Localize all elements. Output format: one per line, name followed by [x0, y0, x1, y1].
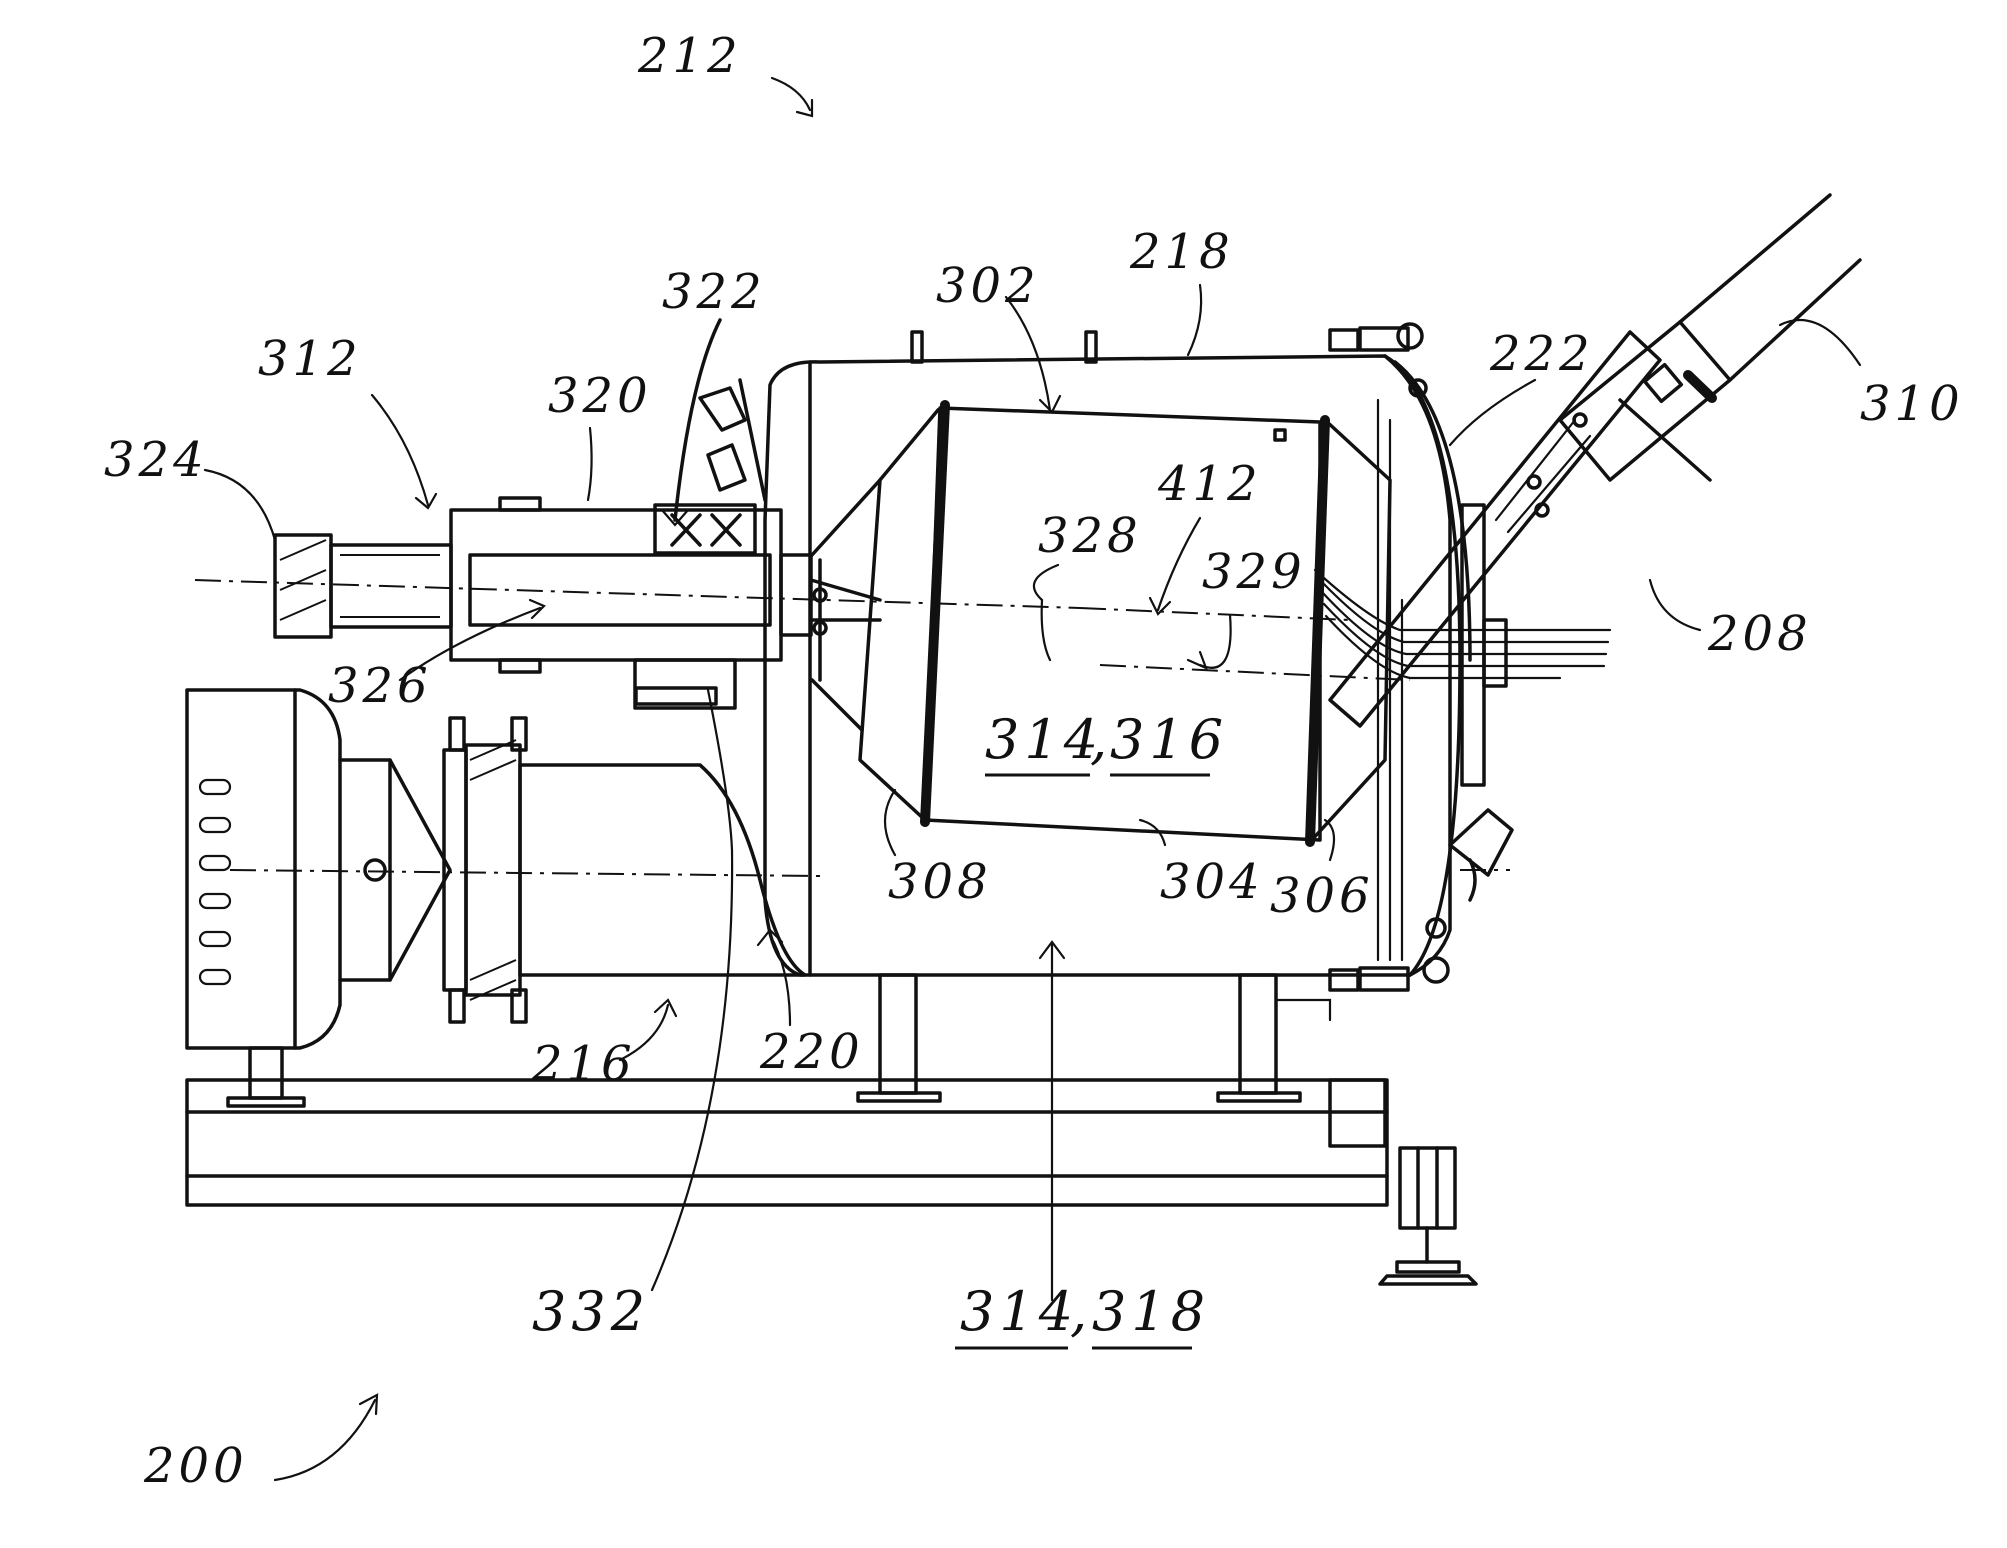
label-218: 218 [1129, 224, 1234, 280]
label-222: 222 [1489, 326, 1594, 382]
label-326: 326 [328, 658, 432, 714]
label-312: 312 [258, 331, 362, 387]
label-332: 332 [532, 1280, 650, 1343]
label-318: 318 [1092, 1280, 1210, 1343]
coupling [444, 718, 805, 1022]
label-314-bottom: 314 [960, 1280, 1078, 1343]
label-302: 302 [936, 258, 1040, 314]
cooling-fins [200, 780, 230, 984]
label-bottom-separator: , [1070, 1280, 1092, 1343]
label-220: 220 [759, 1024, 864, 1080]
label-316: 316 [1110, 708, 1228, 771]
label-center-separator: , [1090, 708, 1112, 771]
label-320: 320 [548, 368, 652, 424]
inner-drum [812, 405, 1390, 842]
label-328: 328 [1038, 508, 1142, 564]
label-200: 200 [143, 1438, 248, 1494]
label-412: 412 [1157, 456, 1262, 512]
label-216: 216 [531, 1036, 636, 1092]
label-306: 306 [1270, 868, 1374, 924]
label-324: 324 [104, 432, 208, 488]
label-322: 322 [662, 264, 766, 320]
motor [187, 690, 450, 1106]
label-310: 310 [1860, 376, 1964, 432]
label-329: 329 [1202, 544, 1306, 600]
label-208: 208 [1707, 606, 1812, 662]
label-308: 308 [888, 854, 992, 910]
label-212: 212 [637, 28, 742, 84]
label-304: 304 [1160, 854, 1264, 910]
base-frame [187, 1080, 1476, 1284]
label-314-center: 314 [985, 708, 1103, 771]
